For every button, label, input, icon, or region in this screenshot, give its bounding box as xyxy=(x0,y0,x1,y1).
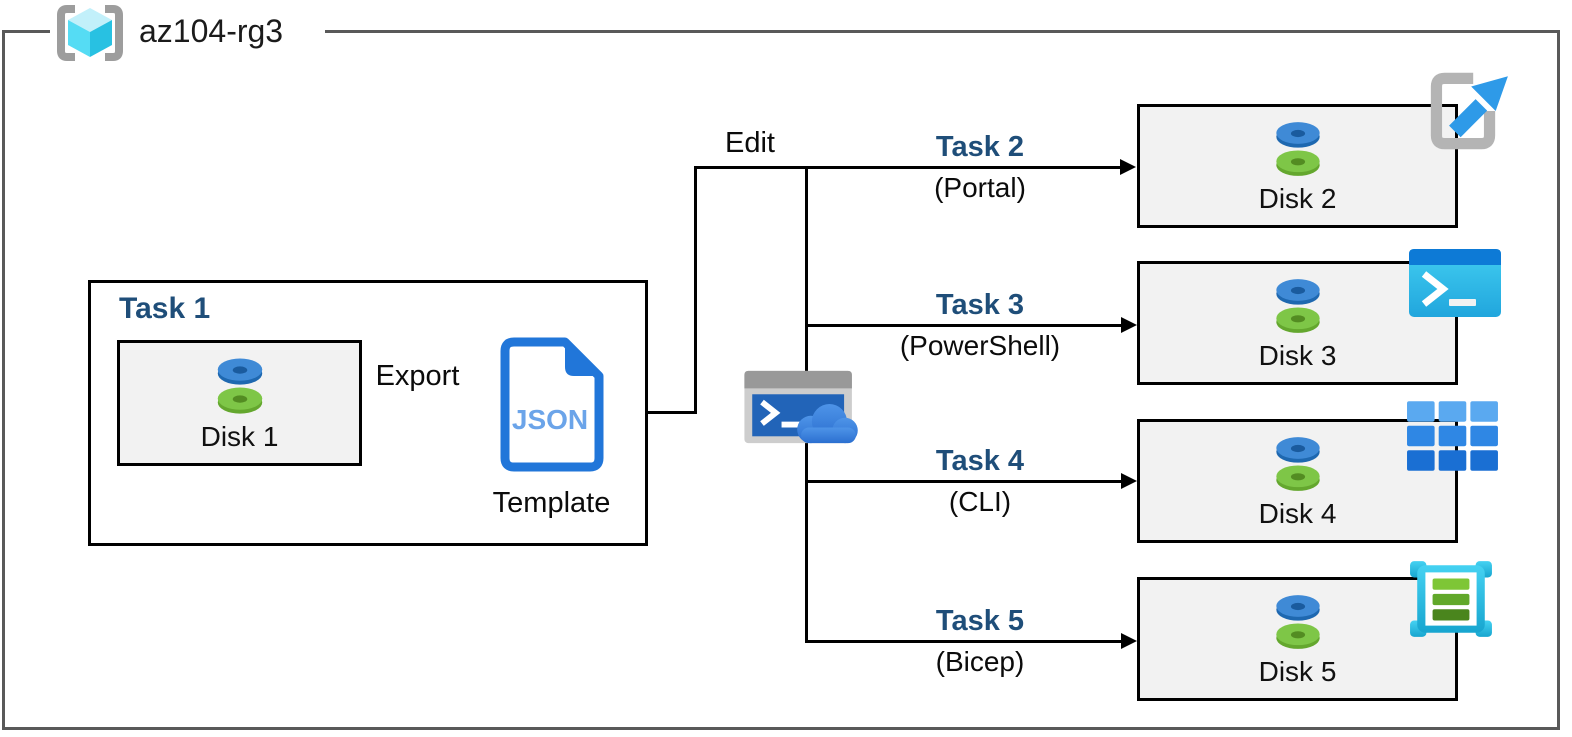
export-label: Export xyxy=(375,360,460,392)
task2-label: Task 2 xyxy=(935,131,1025,163)
disk4-box: Disk 4 xyxy=(1137,419,1458,543)
task3-arrowhead xyxy=(1121,317,1137,333)
disk3-box: Disk 3 xyxy=(1137,261,1458,385)
task3-line xyxy=(805,324,1123,327)
task5-label: Task 5 xyxy=(935,605,1025,637)
task1-label: Task 1 xyxy=(119,292,211,325)
disk2-box: Disk 2 xyxy=(1137,104,1458,228)
bicep-template-icon xyxy=(1410,561,1492,637)
template-out-line xyxy=(608,411,696,414)
task4-method: (CLI) xyxy=(948,486,1012,517)
task5-method: (Bicep) xyxy=(935,646,1025,677)
disk4-label: Disk 4 xyxy=(1258,498,1337,530)
powershell-icon xyxy=(1409,249,1501,317)
task5-line xyxy=(805,640,1123,643)
task4-line xyxy=(805,480,1123,483)
disk-icon xyxy=(1275,279,1320,334)
azure-cli-icon xyxy=(1407,401,1498,471)
frame-label-gap xyxy=(50,27,325,36)
disk3-label: Disk 3 xyxy=(1258,340,1337,372)
task2-line xyxy=(694,166,1122,169)
disk1-label: Disk 1 xyxy=(200,421,279,453)
disk2-label: Disk 2 xyxy=(1258,183,1337,215)
cloud-shell-icon xyxy=(744,370,858,444)
edit-label: Edit xyxy=(725,127,775,159)
disk5-box: Disk 5 xyxy=(1137,577,1458,701)
resource-group-frame xyxy=(2,30,1560,730)
task4-arrowhead xyxy=(1121,473,1137,489)
resource-group-icon xyxy=(57,5,123,61)
disk-icon xyxy=(1275,437,1320,492)
elbow-vertical-line xyxy=(694,166,697,414)
disk-icon xyxy=(1275,595,1320,650)
json-doc-text: JSON xyxy=(512,404,588,435)
disk-icon xyxy=(1275,122,1320,177)
resource-group-name: az104-rg3 xyxy=(139,13,284,49)
task3-label: Task 3 xyxy=(935,289,1025,321)
task4-label: Task 4 xyxy=(935,445,1025,477)
task3-method: (PowerShell) xyxy=(899,330,1061,361)
json-file-icon: JSON xyxy=(500,337,604,472)
disk-icon xyxy=(217,358,262,414)
task5-arrowhead xyxy=(1121,633,1137,649)
azure-portal-icon xyxy=(1430,72,1508,150)
template-label: Template xyxy=(492,487,611,519)
disk1-box: Disk 1 xyxy=(117,340,362,466)
task2-method: (Portal) xyxy=(934,172,1026,203)
task2-arrowhead xyxy=(1120,159,1136,175)
disk5-label: Disk 5 xyxy=(1258,656,1337,688)
